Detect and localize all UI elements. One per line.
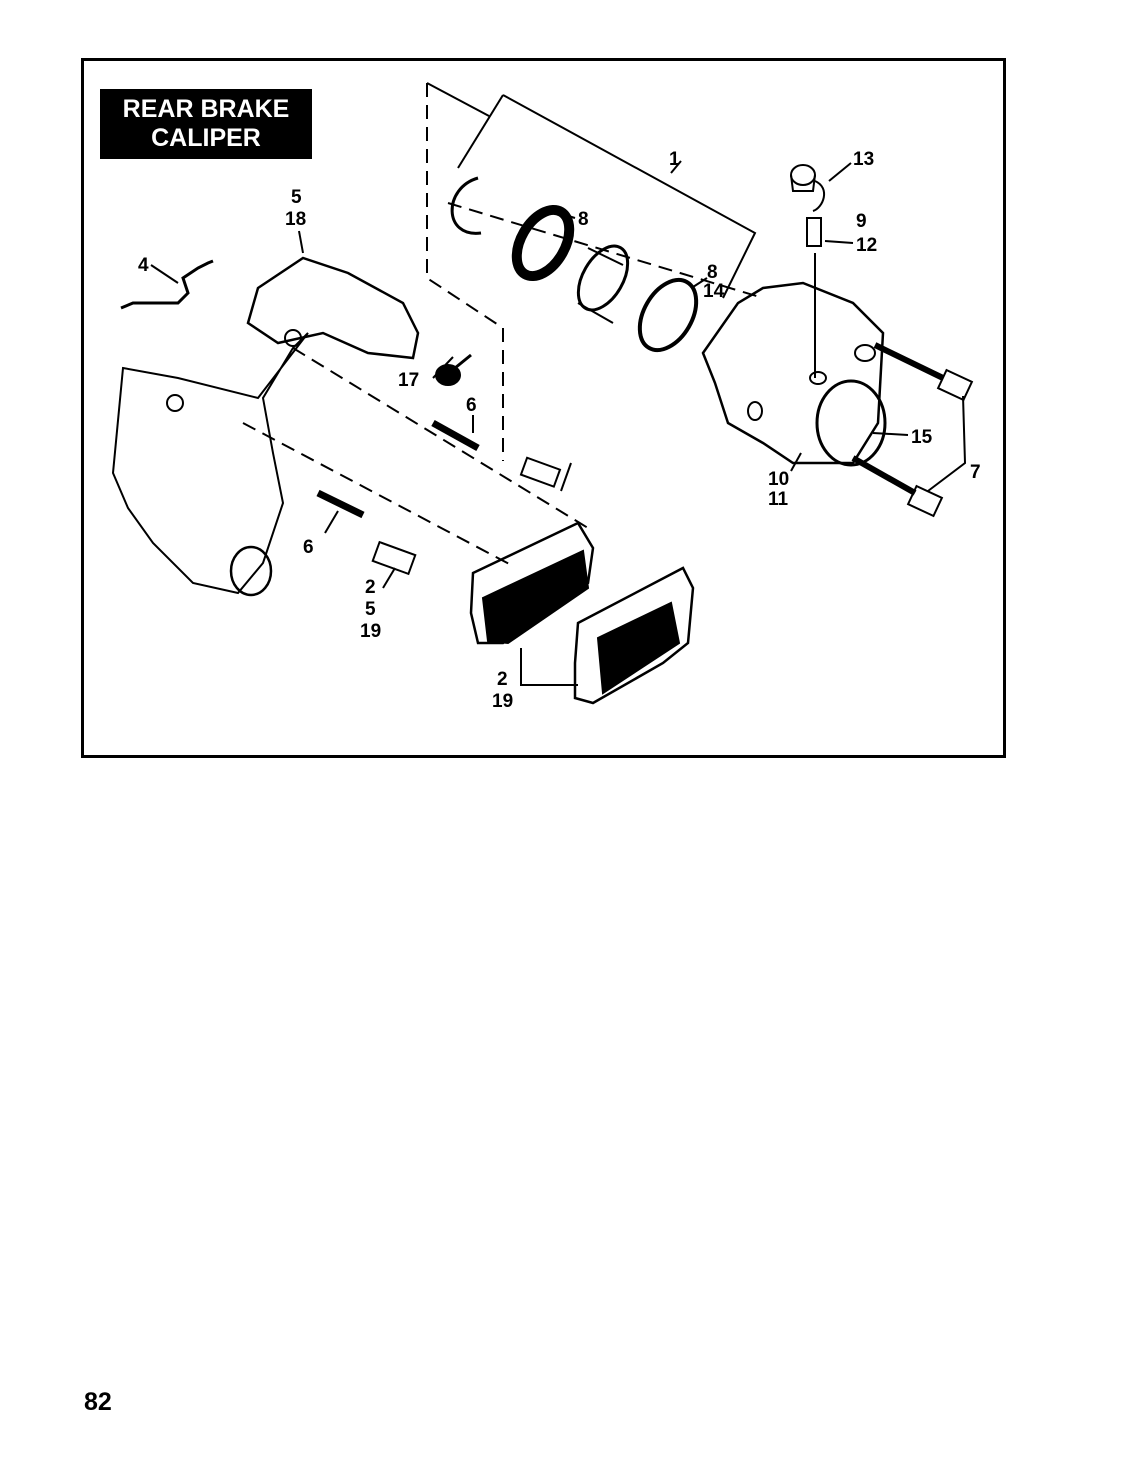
brake-pad-rear-shape — [573, 566, 695, 705]
o-ring-shape — [637, 277, 699, 353]
callout-14: 14 — [703, 281, 725, 302]
retaining-ring-shape — [450, 176, 482, 235]
caliper-bracket-shape — [246, 256, 420, 360]
anti-rattle-spring-shape — [120, 259, 214, 310]
mounting-plate-shape — [111, 332, 309, 595]
callout-13: 13 — [853, 149, 874, 170]
callout-11: 11 — [768, 489, 789, 510]
callout-5-bracket: 5 — [291, 187, 302, 208]
figure-frame: 1 13 9 12 8 8 14 5 18 4 17 6 6 15 7 10 1… — [81, 58, 1006, 758]
callout-5-clip: 5 — [365, 599, 376, 620]
caliper-body-shape — [701, 281, 885, 465]
callout-8-oring: 8 — [707, 262, 718, 283]
exploded-view-diagram: 1 13 9 12 8 8 14 5 18 4 17 6 6 15 7 10 1… — [111, 82, 981, 712]
callout-8-seal: 8 — [578, 209, 589, 230]
callout-7: 7 — [970, 462, 981, 483]
callout-17: 17 — [398, 370, 419, 391]
callout-6-lower: 6 — [303, 537, 314, 558]
callout-19-pad: 19 — [492, 691, 513, 712]
kit-bracket-lines — [426, 83, 504, 461]
callout-18: 18 — [285, 209, 306, 230]
callout-4: 4 — [138, 255, 149, 276]
callout-2-pad: 2 — [497, 669, 508, 690]
callout-9: 9 — [856, 211, 867, 232]
figure-title: REAR BRAKE CALIPER — [100, 89, 312, 159]
page-number: 82 — [84, 1388, 112, 1416]
callout-10: 10 — [768, 469, 789, 490]
callout-6-upper: 6 — [466, 395, 477, 416]
callout-2-clip: 2 — [365, 577, 376, 598]
piston-seal-shape — [511, 204, 575, 282]
figure-title-line-2: CALIPER — [151, 124, 261, 152]
figure-title-line-1: REAR BRAKE — [122, 95, 290, 123]
callout-19-clip: 19 — [360, 621, 381, 642]
callout-1: 1 — [669, 149, 680, 170]
callout-12: 12 — [856, 235, 877, 256]
callout-15: 15 — [911, 427, 933, 448]
